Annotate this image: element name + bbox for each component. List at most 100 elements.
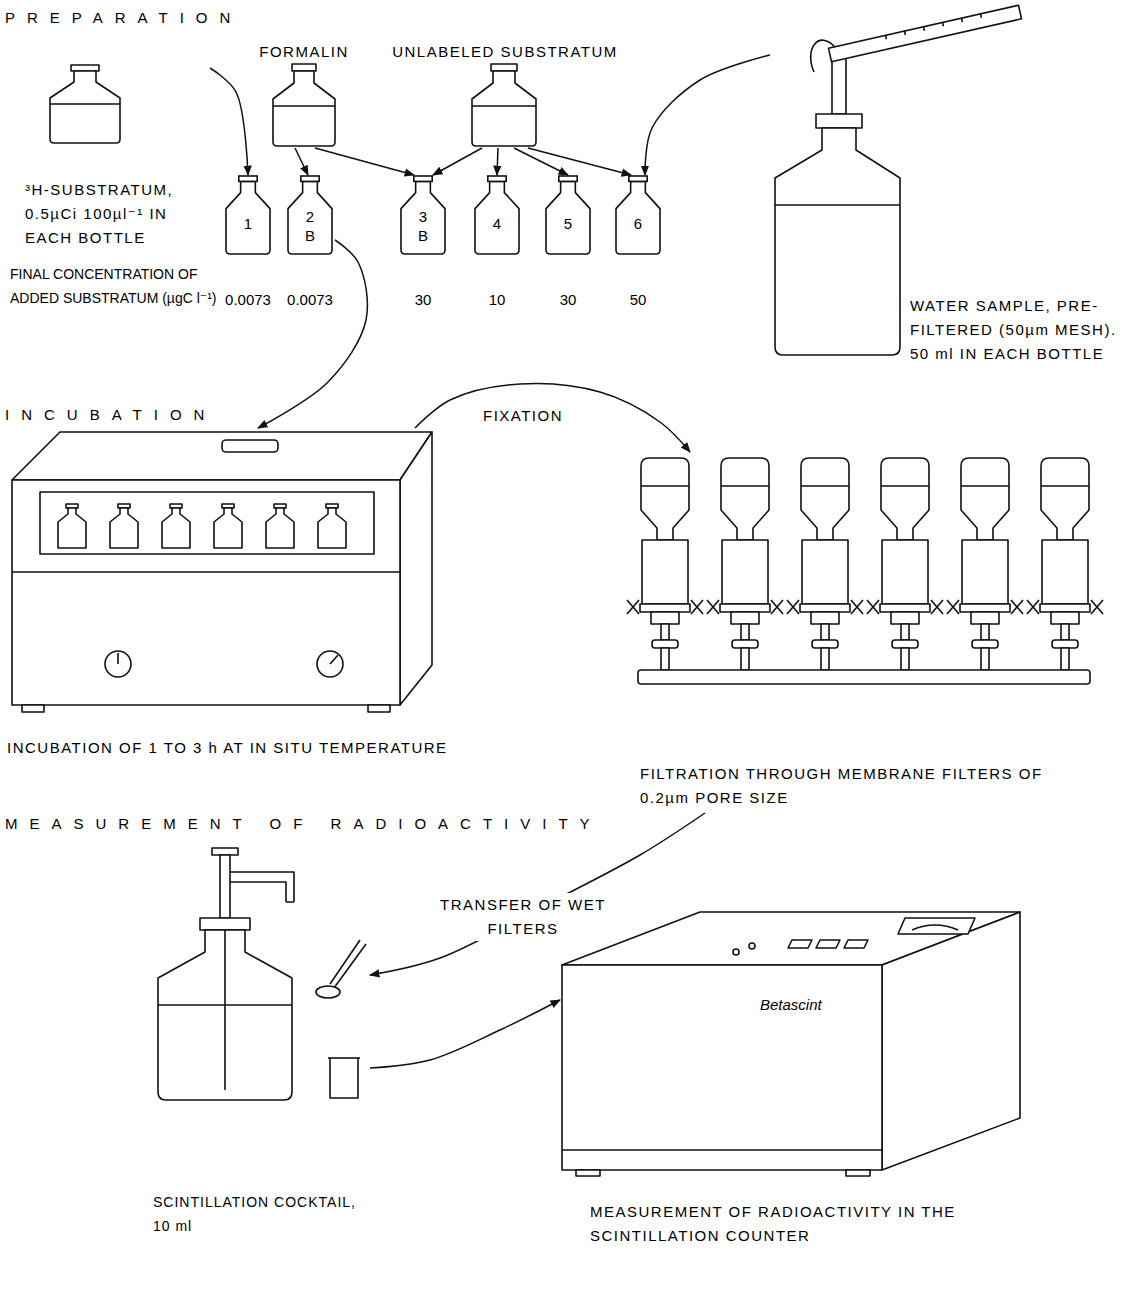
row-caption: FINAL CONCENTRATION OF ADDED SUBSTRATUM …	[10, 262, 218, 310]
formalin-bottle-drawing	[273, 105, 335, 107]
caption: UNLABELED SUBSTRATUM	[387, 40, 623, 64]
incubator-drawing	[12, 432, 432, 712]
flow-arrow	[645, 55, 770, 175]
bottle-cap	[414, 176, 432, 181]
incubator-drawing	[22, 705, 44, 712]
incubator-drawing	[118, 653, 338, 664]
bottle-number: B	[287, 227, 333, 245]
counter-drawing	[576, 1170, 600, 1176]
bottle-number: 4	[474, 215, 520, 233]
incubator-drawing	[12, 571, 400, 573]
incubator-drawing	[368, 705, 390, 712]
incubator-drawing	[266, 504, 294, 548]
formalin-bottle-drawing	[292, 64, 316, 71]
arrow-label: TRANSFER OF WET FILTERS	[428, 893, 618, 941]
incubator-drawing	[110, 508, 138, 548]
filtration-drawing	[638, 670, 1090, 684]
bottle-number: 6	[615, 215, 661, 233]
filtration-drawing	[867, 458, 943, 670]
dispenser-drawing	[158, 930, 292, 1100]
incubator-drawing	[58, 504, 86, 548]
counter-drawing	[816, 940, 840, 948]
formalin-bottle-drawing	[273, 64, 335, 146]
tracer-bottle-drawing	[50, 65, 120, 143]
flow-arrow	[315, 148, 414, 175]
caption: MEASUREMENT OF RADIOACTIVITY IN THE SCIN…	[590, 1200, 1030, 1248]
caption: FORMALIN	[254, 40, 354, 64]
bottle-cap	[301, 176, 319, 181]
concentration-value: 10	[467, 288, 527, 312]
dispenser-drawing	[200, 918, 250, 930]
bottle-outline	[288, 181, 332, 254]
counter-drawing	[562, 912, 1020, 1176]
substratum-bottle-drawing	[491, 64, 517, 71]
caption: WATER SAMPLE, PRE-FILTERED (50µm MESH). …	[910, 294, 1120, 366]
bottle-outline	[226, 181, 270, 254]
concentration-value: 0.0073	[218, 288, 278, 312]
filtration-drawing	[627, 458, 703, 670]
water-bottle-drawing	[775, 128, 900, 355]
sample-bottle: 3B	[400, 175, 448, 255]
dispenser-drawing	[220, 855, 230, 918]
bottle-number: 2	[287, 208, 333, 226]
brand-name: Betascint	[760, 993, 870, 1017]
bottle-number: B	[400, 227, 446, 245]
incubator-drawing	[214, 504, 242, 548]
concentration-value: 30	[393, 288, 453, 312]
bottle-outline	[401, 181, 445, 254]
flow-arrow	[258, 240, 367, 428]
filtration-drawing	[1027, 458, 1103, 670]
incubator-drawing	[318, 508, 346, 548]
tracer-bottle-drawing	[50, 71, 120, 143]
tracer-bottle-drawing	[71, 65, 99, 71]
sample-bottle: 1	[225, 175, 273, 255]
dispenser-drawing	[316, 986, 340, 998]
section-heading: MEASUREMENT OF RADIOACTIVITY	[5, 812, 645, 836]
sample-bottle: 5	[545, 175, 593, 255]
filtration-drawing	[947, 458, 1023, 670]
bottle-cap	[629, 176, 647, 181]
caption: FILTRATION THROUGH MEMBRANE FILTERS OF 0…	[640, 762, 1080, 810]
flow-arrow	[497, 148, 498, 175]
incubator-drawing	[400, 432, 432, 705]
flow-arrow	[528, 148, 631, 175]
flow-arrow	[433, 148, 482, 175]
bottle-outline	[546, 181, 590, 254]
flow-arrow	[295, 148, 308, 175]
bottle-number: 1	[225, 215, 271, 233]
tracer-bottle: ³H-SUBSTRATUM, 0.5µCi 100µl⁻¹ IN EACH BO…	[20, 60, 210, 255]
counter-drawing	[912, 925, 958, 930]
water-bottle-drawing	[816, 114, 862, 128]
bottle-outline	[616, 181, 660, 254]
sample-bottle: 6	[615, 175, 663, 255]
arrow-label: FIXATION	[478, 404, 568, 428]
water-bottle-drawing	[775, 204, 900, 206]
counter-drawing	[846, 1170, 870, 1176]
incubator-drawing	[40, 492, 374, 554]
scintillation-counter: BetascintMEASUREMENT OF RADIOACTIVITY IN…	[560, 908, 1032, 1251]
caption: INCUBATION OF 1 TO 3 h AT IN SITU TEMPER…	[7, 736, 467, 760]
counter-drawing	[882, 912, 1020, 1170]
filtration-drawing	[787, 458, 863, 670]
concentration-value: 50	[608, 288, 668, 312]
dispenser-drawing	[212, 848, 238, 855]
flow-arrow	[370, 813, 705, 975]
incubator-drawing	[214, 508, 242, 548]
incubator-drawing	[318, 504, 346, 548]
bottle-cap	[239, 176, 257, 181]
counter-drawing	[844, 940, 868, 948]
dispenser-drawing	[158, 848, 366, 1100]
dispenser-drawing	[328, 1057, 360, 1059]
bottle-outline	[475, 181, 519, 254]
sample-bottle: 4	[474, 175, 522, 255]
incubator-drawing	[266, 508, 294, 548]
incubator-drawing	[162, 508, 190, 548]
counter-drawing	[788, 940, 812, 948]
incubator-drawing	[162, 504, 190, 548]
sample-bottle: 2B	[287, 175, 335, 255]
section-heading: INCUBATION	[5, 403, 240, 427]
flow-arrow	[415, 384, 690, 452]
section-heading: PREPARATION	[5, 6, 305, 30]
illustration	[12, 5, 1103, 1176]
substratum-bottle-drawing	[472, 71, 536, 146]
